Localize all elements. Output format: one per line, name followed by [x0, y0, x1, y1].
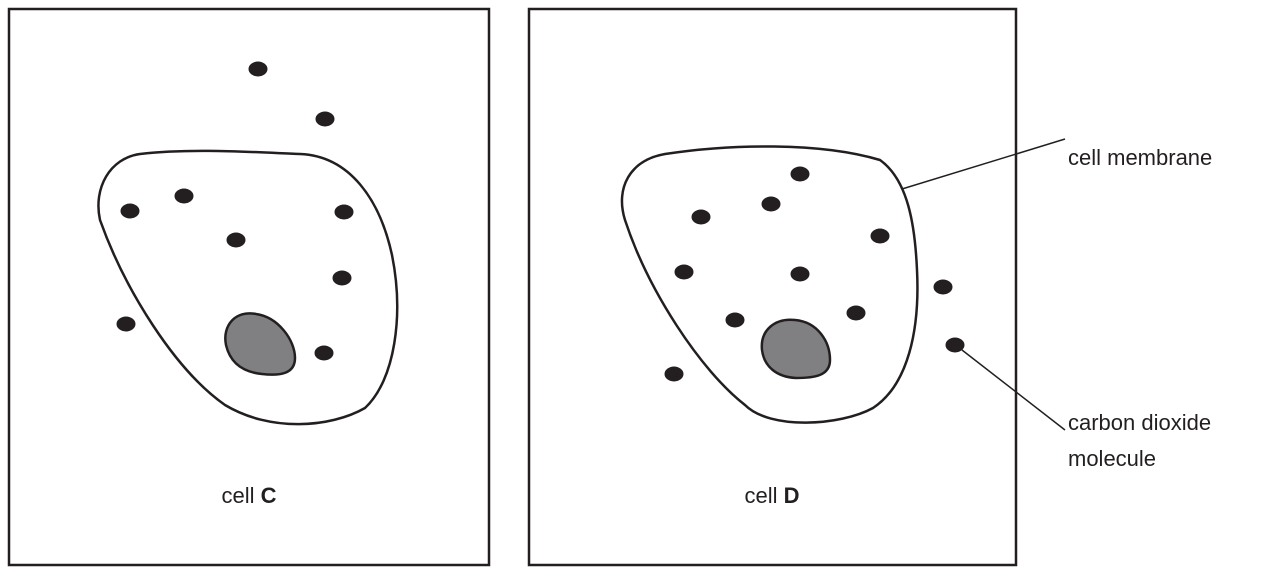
cell-membrane-d — [622, 146, 917, 422]
co2-molecule — [791, 267, 810, 282]
co2-molecule — [871, 229, 890, 244]
co2-molecule — [692, 210, 711, 225]
co2-molecule — [315, 346, 334, 361]
caption-cell-c: cell C — [221, 483, 276, 508]
cell-membrane-c — [98, 151, 397, 424]
annotation-co2-molecule: carbon dioxide molecule — [962, 350, 1211, 471]
co2-molecule — [946, 338, 965, 353]
nucleus-c — [225, 313, 295, 374]
leader-line-co2 — [962, 350, 1065, 430]
co2-molecule — [249, 62, 268, 77]
panel-frame-c — [9, 9, 489, 565]
nucleus-d — [762, 320, 830, 378]
co2-molecule — [934, 280, 953, 295]
co2-molecule — [726, 313, 745, 328]
co2-molecule — [333, 271, 352, 286]
annotation-cell-membrane: cell membrane — [902, 139, 1212, 189]
co2-molecule — [675, 265, 694, 280]
panel-cell-d: cell D — [529, 9, 1016, 565]
label-co2-line2: molecule — [1068, 446, 1156, 471]
co2-molecule — [175, 189, 194, 204]
co2-molecule — [316, 112, 335, 127]
leader-line-membrane — [902, 139, 1065, 189]
label-co2-line1: carbon dioxide — [1068, 410, 1211, 435]
caption-cell-d: cell D — [744, 483, 799, 508]
co2-molecule — [762, 197, 781, 212]
label-cell-membrane: cell membrane — [1068, 145, 1212, 170]
molecules-c — [117, 62, 354, 361]
co2-molecule — [791, 167, 810, 182]
co2-molecule — [117, 317, 136, 332]
co2-molecule — [847, 306, 866, 321]
co2-molecule — [665, 367, 684, 382]
co2-molecule — [121, 204, 140, 219]
co2-molecule — [227, 233, 246, 248]
co2-molecule — [335, 205, 354, 220]
panel-cell-c: cell C — [9, 9, 489, 565]
